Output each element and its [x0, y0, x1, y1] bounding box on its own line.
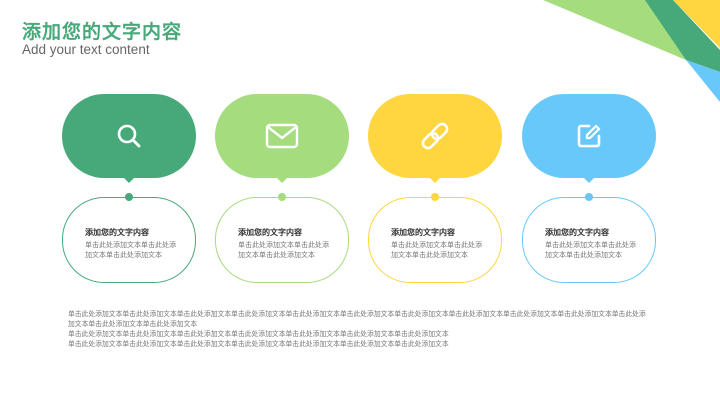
connector-dot [585, 193, 593, 201]
card-text-box: 添加您的文字内容 单击此处添加文本单击此处添加文本单击此处添加文本 [215, 197, 349, 283]
card-link: 添加您的文字内容 单击此处添加文本单击此处添加文本单击此处添加文本 [368, 94, 502, 284]
page-subtitle: Add your text content [22, 42, 150, 57]
card-text: 单击此处添加文本单击此处添加文本单击此处添加文本 [391, 241, 482, 259]
connector-dot [278, 193, 286, 201]
card-text-box: 添加您的文字内容 单击此处添加文本单击此处添加文本单击此处添加文本 [368, 197, 502, 283]
card-title: 添加您的文字内容 [85, 228, 149, 237]
card-icon-bubble [522, 94, 656, 178]
card-title: 添加您的文字内容 [391, 228, 455, 237]
edit-icon [577, 124, 601, 148]
paragraph-line: 单击此处添加文本单击此处添加文本单击此处添加文本单击此处添加文本单击此处添加文本… [68, 340, 449, 348]
search-icon [117, 124, 141, 148]
paragraph-line: 单击此处添加文本单击此处添加文本单击此处添加文本单击此处添加文本单击此处添加文本… [68, 310, 646, 328]
card-icon-bubble [62, 94, 196, 178]
card-title: 添加您的文字内容 [238, 228, 302, 237]
card-text-box: 添加您的文字内容 单击此处添加文本单击此处添加文本单击此处添加文本 [522, 197, 656, 283]
connector-dot [431, 193, 439, 201]
body-paragraph: 单击此处添加文本单击此处添加文本单击此处添加文本单击此处添加文本单击此处添加文本… [68, 309, 648, 349]
link-icon [421, 122, 449, 150]
bubble-tail [123, 177, 135, 183]
bubble-tail [276, 177, 288, 183]
card-mail: 添加您的文字内容 单击此处添加文本单击此处添加文本单击此处添加文本 [215, 94, 349, 284]
paragraph-line: 单击此处添加文本单击此处添加文本单击此处添加文本单击此处添加文本单击此处添加文本… [68, 330, 449, 338]
mail-icon [265, 123, 299, 149]
bubble-tail [583, 177, 595, 183]
card-title: 添加您的文字内容 [545, 228, 609, 237]
card-search: 添加您的文字内容 单击此处添加文本单击此处添加文本单击此处添加文本 [62, 94, 196, 284]
bubble-tail [429, 177, 441, 183]
corner-decoration [543, 0, 720, 102]
card-text: 单击此处添加文本单击此处添加文本单击此处添加文本 [238, 241, 329, 259]
card-text-box: 添加您的文字内容 单击此处添加文本单击此处添加文本单击此处添加文本 [62, 197, 196, 283]
card-text: 单击此处添加文本单击此处添加文本单击此处添加文本 [85, 241, 176, 259]
page-title: 添加您的文字内容 [22, 21, 183, 43]
card-icon-bubble [215, 94, 349, 178]
card-icon-bubble [368, 94, 502, 178]
card-text: 单击此处添加文本单击此处添加文本单击此处添加文本 [545, 241, 636, 259]
card-edit: 添加您的文字内容 单击此处添加文本单击此处添加文本单击此处添加文本 [522, 94, 656, 284]
connector-dot [125, 193, 133, 201]
